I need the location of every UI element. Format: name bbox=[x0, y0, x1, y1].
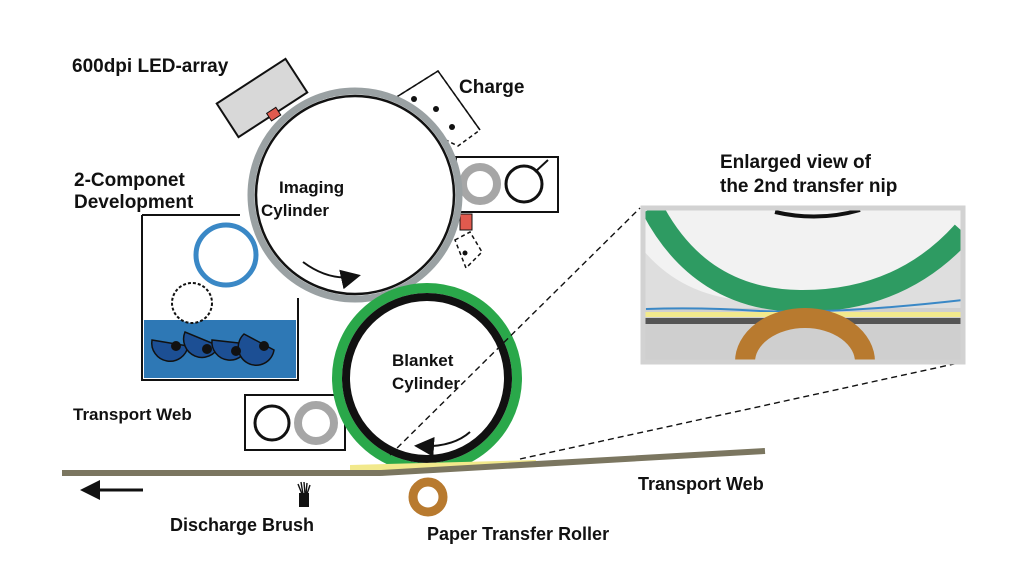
blanket-cylinder bbox=[332, 283, 522, 473]
charge-label: Charge bbox=[459, 77, 524, 98]
discharge-brush-label: Discharge Brush bbox=[170, 515, 314, 535]
zoom-guide-upper bbox=[389, 207, 641, 456]
zoom-guide-lower bbox=[519, 361, 964, 460]
blanket-cylinder-label-line2: Cylinder bbox=[392, 374, 460, 393]
transport-web bbox=[62, 448, 766, 476]
enlarged-view-label-line2: the 2nd transfer nip bbox=[720, 176, 897, 197]
paper-transfer-roller bbox=[408, 477, 448, 517]
magnetic-roller bbox=[193, 222, 259, 288]
developer-gear bbox=[171, 282, 213, 324]
imaging-cylinder-label-line2: Cylinder bbox=[261, 201, 329, 220]
blanket-rotation-arrow bbox=[414, 431, 471, 457]
development-unit bbox=[141, 214, 299, 381]
imaging-cylinder-label-line1: Imaging bbox=[279, 178, 344, 197]
led-array-unit bbox=[215, 57, 309, 139]
transport-web-label-right: Transport Web bbox=[638, 474, 764, 494]
imaging-cylinder bbox=[247, 87, 463, 303]
enlarged-nip-view bbox=[640, 205, 966, 365]
blanket-cylinder-label-line1: Blanket bbox=[392, 351, 454, 370]
discharge-unit bbox=[454, 213, 483, 270]
web-direction-arrow bbox=[80, 480, 143, 500]
charge-unit bbox=[394, 69, 482, 147]
cleaning-unit bbox=[455, 156, 559, 213]
development-label-line2: Development bbox=[74, 192, 194, 213]
paper-transfer-roller-label: Paper Transfer Roller bbox=[427, 524, 609, 544]
mixing-augers bbox=[151, 331, 275, 366]
led-array-label: 600dpi LED-array bbox=[72, 56, 229, 77]
development-label-line1: 2-Componet bbox=[74, 170, 186, 191]
transport-web-label-left: Transport Web bbox=[73, 405, 192, 424]
discharge-brush bbox=[297, 481, 311, 507]
enlarged-view-label-line1: Enlarged view of bbox=[720, 152, 872, 173]
transport-web-unit-left bbox=[244, 394, 346, 451]
imaging-rotation-arrow bbox=[302, 261, 361, 290]
